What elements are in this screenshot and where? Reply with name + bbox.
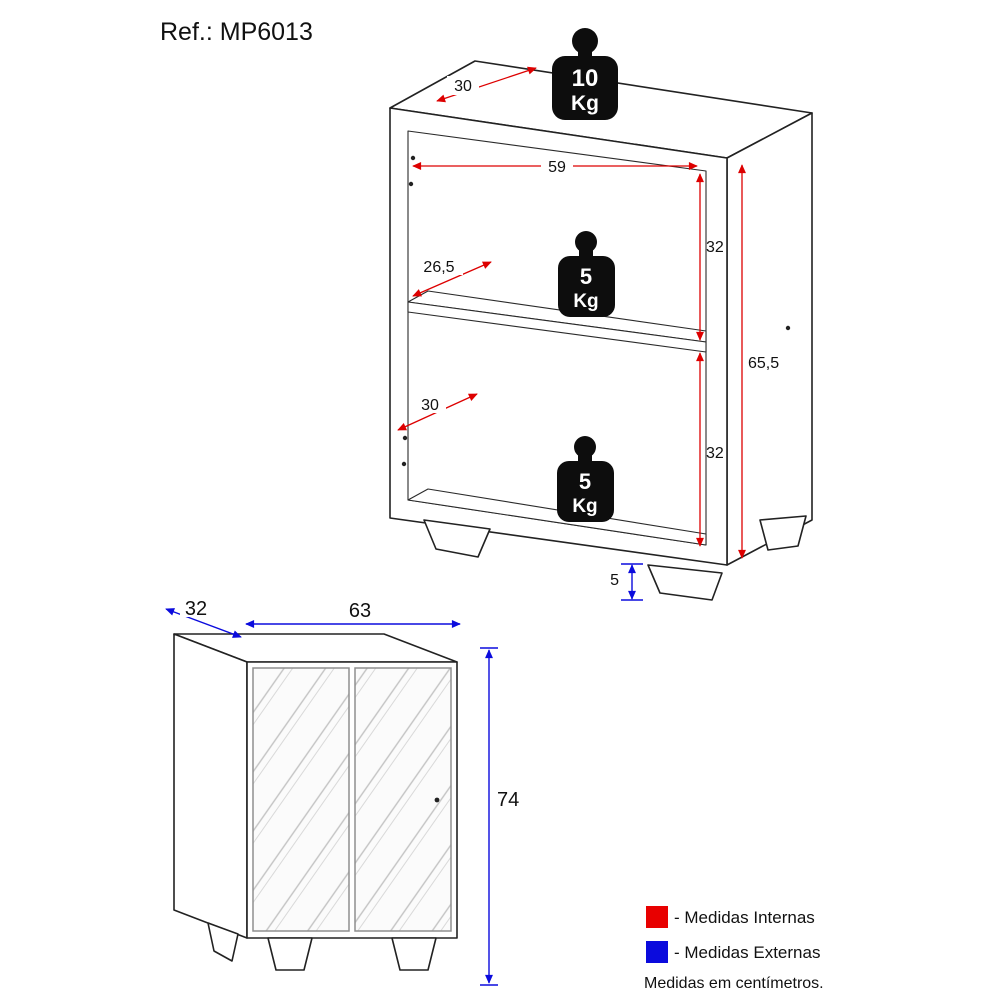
pin-hole xyxy=(785,325,791,331)
cabinet-open-view: 30 59 32 26,5 30 32 65,5 xyxy=(389,28,813,601)
dim-external-height: 74 xyxy=(480,647,519,986)
shelf-front-edge xyxy=(407,301,707,353)
dim-label: 26,5 xyxy=(423,259,454,276)
dim-lower-height: 32 xyxy=(696,352,724,547)
weight-value: 5 xyxy=(579,469,591,494)
dim-label: 30 xyxy=(454,78,472,95)
dim-external-depth: 32 xyxy=(165,598,242,638)
legend-note: Medidas em centímetros. xyxy=(644,975,824,992)
weight-capacity-top-icon: 10 Kg xyxy=(552,28,618,120)
pin-hole xyxy=(402,435,408,441)
legend-label-external: - Medidas Externas xyxy=(674,943,820,962)
front-foot-back-left xyxy=(207,922,239,962)
dim-label: 32 xyxy=(706,445,724,462)
legend-label-internal: - Medidas Internas xyxy=(674,908,815,927)
front-foot-right xyxy=(391,937,437,971)
legend-swatch-internal xyxy=(646,906,668,928)
weight-unit: Kg xyxy=(572,496,597,517)
pin-hole xyxy=(401,461,407,467)
mirror-door-left xyxy=(252,667,350,932)
weight-capacity-middle-icon: 5 Kg xyxy=(558,231,615,317)
weight-unit: Kg xyxy=(571,92,599,115)
bottom-panel-surface xyxy=(407,488,707,546)
dim-inner-total-height: 65,5 xyxy=(738,164,779,559)
foot-back-right xyxy=(759,515,807,551)
cabinet-side-face xyxy=(726,112,813,566)
dim-label: 30 xyxy=(421,397,439,414)
pin-hole xyxy=(408,181,414,187)
dim-label: 59 xyxy=(548,159,566,176)
front-view-side-face xyxy=(173,633,248,939)
dim-feet-height: 5 xyxy=(610,563,643,601)
front-foot-left xyxy=(267,937,313,971)
dim-upper-height: 32 xyxy=(696,173,724,341)
legend: - Medidas Internas - Medidas Externas Me… xyxy=(644,906,824,992)
dim-label: 65,5 xyxy=(748,355,779,372)
pin-hole xyxy=(410,155,416,161)
door-pin-hole xyxy=(434,797,440,803)
legend-swatch-external xyxy=(646,941,668,963)
weight-capacity-bottom-icon: 5 Kg xyxy=(557,436,614,522)
dim-label: 32 xyxy=(185,598,207,620)
dim-external-width: 63 xyxy=(245,600,461,628)
dim-lower-depth: 30 xyxy=(397,393,478,431)
dim-label: 74 xyxy=(497,789,519,811)
dim-top-depth: 30 xyxy=(436,66,537,103)
weight-value: 10 xyxy=(572,65,599,92)
dim-label: 32 xyxy=(706,239,724,256)
foot-front-left xyxy=(423,519,491,558)
weight-value: 5 xyxy=(580,264,592,289)
foot-front-right xyxy=(647,564,723,601)
dim-inner-width: 59 xyxy=(412,155,698,176)
dim-label: 5 xyxy=(610,572,619,589)
dim-shelf-depth: 26,5 xyxy=(412,257,492,297)
weight-unit: Kg xyxy=(573,291,598,312)
page-title: Ref.: MP6013 xyxy=(160,18,313,46)
cabinet-front-view: 32 63 74 xyxy=(165,598,519,986)
dim-label: 63 xyxy=(349,600,371,622)
